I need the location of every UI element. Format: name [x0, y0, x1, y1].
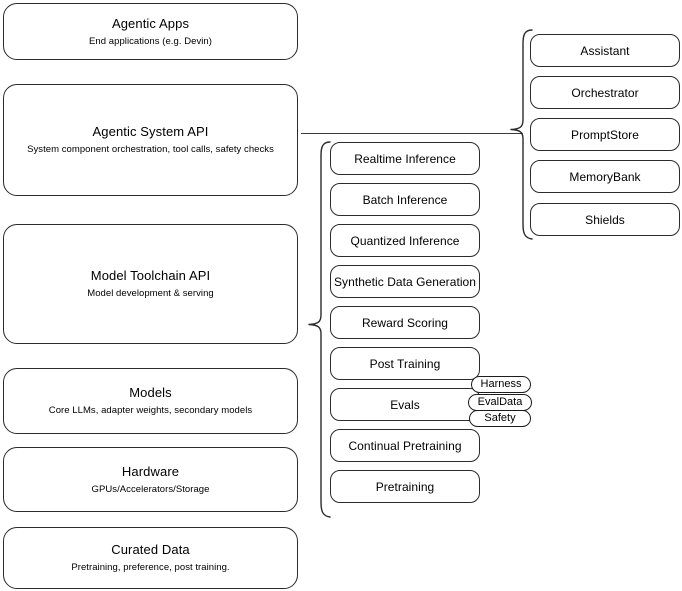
layer-model-toolchain-api[interactable]: Model Toolchain API Model development & …	[3, 224, 298, 344]
layer-title: Models	[129, 385, 172, 400]
node-batch-inference[interactable]: Batch Inference	[330, 183, 480, 216]
layer-subtitle: Core LLMs, adapter weights, secondary mo…	[48, 405, 253, 416]
node-assistant[interactable]: Assistant	[530, 34, 680, 67]
pill-harness[interactable]: Harness	[471, 376, 531, 393]
layer-subtitle: End applications (e.g. Devin)	[89, 35, 212, 47]
layer-hardware[interactable]: Hardware GPUs/Accelerators/Storage	[3, 447, 298, 512]
layer-agentic-apps[interactable]: Agentic Apps End applications (e.g. Devi…	[3, 3, 298, 60]
layer-title: Agentic System API	[92, 124, 209, 139]
node-label: Shields	[585, 212, 625, 227]
layer-subtitle: Model development & serving	[87, 288, 214, 299]
node-label: Reward Scoring	[361, 315, 449, 330]
layer-subtitle: System component orchestration, tool cal…	[27, 144, 274, 155]
layer-models[interactable]: Models Core LLMs, adapter weights, secon…	[3, 368, 298, 434]
node-synthetic-data-generation[interactable]: Synthetic Data Generation	[330, 265, 480, 298]
node-shields[interactable]: Shields	[530, 203, 680, 236]
layer-agentic-system-api[interactable]: Agentic System API System component orch…	[3, 84, 298, 196]
node-post-training[interactable]: Post Training	[330, 347, 480, 380]
node-label: Batch Inference	[362, 192, 448, 207]
node-quantized-inference[interactable]: Quantized Inference	[330, 224, 480, 257]
layer-title: Hardware	[121, 463, 180, 479]
connector-line-system-api	[301, 133, 523, 134]
layer-title: Model Toolchain API	[90, 268, 211, 283]
brace-toolchain	[306, 140, 332, 520]
node-label: Quantized Inference	[350, 233, 460, 248]
node-continual-pretraining[interactable]: Continual Pretraining	[330, 429, 480, 462]
layer-title: Agentic Apps	[111, 15, 190, 31]
node-label: Synthetic Data Generation	[334, 274, 476, 289]
node-promptstore[interactable]: PromptStore	[530, 118, 680, 151]
node-reward-scoring[interactable]: Reward Scoring	[330, 306, 480, 339]
node-label: Assistant	[580, 43, 630, 58]
node-orchestrator[interactable]: Orchestrator	[530, 76, 680, 109]
node-memorybank[interactable]: MemoryBank	[530, 160, 680, 193]
node-realtime-inference[interactable]: Realtime Inference	[330, 142, 480, 175]
layer-title: Curated Data	[111, 542, 190, 557]
layer-curated-data[interactable]: Curated Data Pretraining, preference, po…	[3, 527, 298, 589]
node-label: MemoryBank	[569, 169, 641, 184]
pill-safety[interactable]: Safety	[469, 410, 531, 427]
node-label: Orchestrator	[571, 85, 639, 100]
node-pretraining[interactable]: Pretraining	[330, 470, 480, 503]
brace-system-components	[508, 28, 534, 242]
node-label: Post Training	[369, 356, 441, 371]
pill-evaldata[interactable]: EvalData	[468, 394, 532, 411]
layer-subtitle: Pretraining, preference, post training.	[71, 562, 230, 573]
layer-subtitle: GPUs/Accelerators/Storage	[91, 483, 210, 495]
node-evals[interactable]: Evals	[330, 388, 480, 421]
node-label: Evals	[390, 397, 420, 412]
node-label: Continual Pretraining	[348, 438, 462, 453]
node-label: Pretraining	[375, 479, 435, 494]
node-label: PromptStore	[571, 127, 639, 142]
node-label: Realtime Inference	[354, 151, 456, 166]
